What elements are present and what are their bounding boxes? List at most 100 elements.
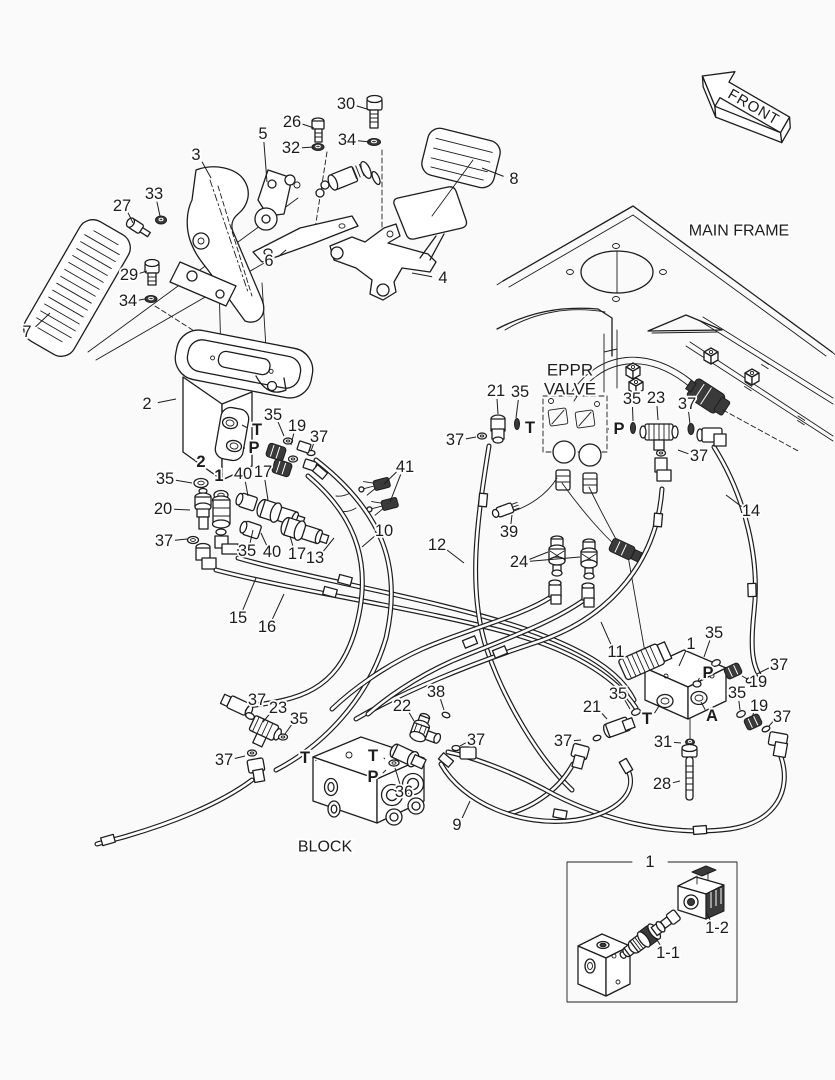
- leader-line: [361, 535, 376, 548]
- callout-30: 30: [337, 95, 355, 113]
- eppr-t-fittings: [476, 414, 520, 444]
- callout-37: 37: [678, 395, 696, 413]
- callout-37: 37: [770, 656, 788, 674]
- eppr-p-fittings: [630, 422, 727, 482]
- callout-1: 1: [686, 635, 695, 653]
- callout-37: 37: [446, 431, 464, 449]
- leader-line: [459, 742, 466, 747]
- callout-37: 37: [310, 428, 328, 446]
- leader-line: [408, 711, 415, 722]
- leader-line: [264, 479, 269, 501]
- leader-line: [242, 577, 257, 611]
- callout-28: 28: [653, 775, 671, 793]
- block-right-fittings: [388, 711, 477, 770]
- callout-19: 19: [288, 417, 306, 435]
- leader-line: [738, 700, 741, 711]
- callout-19: 19: [749, 673, 767, 691]
- callout-37: 37: [690, 447, 708, 465]
- leader-line: [382, 769, 387, 774]
- leader-line: [515, 399, 519, 419]
- elbow-under-20: [195, 542, 217, 570]
- callout-t: T: [368, 747, 378, 765]
- callout-16: 16: [258, 618, 276, 636]
- inset-box: [566, 861, 738, 1003]
- damper-rod: [315, 161, 381, 198]
- callout-3: 3: [191, 146, 200, 164]
- leader-line: [138, 298, 146, 301]
- leader-line: [357, 140, 371, 143]
- leader-line: [600, 711, 608, 720]
- leader-line: [289, 535, 294, 547]
- callout-2: 2: [196, 453, 205, 471]
- leader-line: [249, 529, 254, 544]
- bolt-29: [144, 258, 160, 286]
- leader-line: [302, 123, 315, 129]
- leader-line: [322, 537, 335, 553]
- callout-35: 35: [264, 406, 282, 424]
- eppr-wiring: [491, 477, 643, 563]
- callout-21: 21: [583, 698, 601, 716]
- harness-to-frame: [568, 356, 801, 453]
- callout-41: 41: [396, 458, 414, 476]
- hose-ferrules: [99, 464, 757, 847]
- pedal-valve-body-2: [174, 329, 314, 501]
- callout-p: P: [613, 420, 624, 438]
- leader-line: [35, 312, 51, 328]
- callout-35: 35: [609, 685, 627, 703]
- callout-40: 40: [234, 465, 252, 483]
- plug-40-a: [235, 492, 258, 512]
- connector-39: [491, 501, 520, 518]
- leader-line: [271, 593, 285, 621]
- leader-line: [262, 713, 271, 723]
- leader-line: [672, 780, 681, 784]
- callout-36: 36: [395, 783, 413, 801]
- callout-34: 34: [119, 292, 137, 310]
- leader-line: [688, 411, 691, 425]
- callout-17: 17: [254, 463, 272, 481]
- fitting-19-nuts: [265, 442, 293, 478]
- callout-39: 39: [500, 523, 518, 541]
- leader-line: [277, 249, 287, 258]
- callout-23: 23: [647, 389, 665, 407]
- leader-line: [600, 621, 612, 646]
- leader-line: [156, 201, 161, 217]
- callout-38: 38: [427, 683, 445, 701]
- callout-12: 12: [428, 536, 446, 554]
- plate-6: [252, 215, 359, 263]
- nut-32: [311, 143, 325, 151]
- leader-line: [624, 699, 631, 710]
- hose-end-nuts: [296, 440, 318, 472]
- callout-33: 33: [145, 185, 163, 203]
- eppr-valve: [542, 395, 608, 494]
- leader-line: [284, 724, 292, 735]
- leader-line: [751, 712, 754, 719]
- pedal-arm-3: [169, 166, 265, 323]
- inset-solenoid-1-1: [619, 909, 681, 959]
- callout-19: 19: [750, 697, 768, 715]
- leader-line: [127, 212, 134, 224]
- leader-line: [677, 449, 689, 455]
- callout-37: 37: [467, 731, 485, 749]
- callout-6: 6: [264, 252, 273, 270]
- leader-line: [244, 705, 250, 712]
- callout-13: 13: [306, 549, 324, 567]
- callout-20: 20: [154, 500, 172, 518]
- callout-32: 32: [282, 139, 300, 157]
- callout-7: 7: [22, 323, 31, 341]
- leader-line: [705, 911, 712, 922]
- leader-line: [389, 474, 402, 503]
- leader-line: [175, 479, 193, 484]
- leader-line: [173, 508, 191, 511]
- leader-line: [510, 514, 513, 525]
- leader-line: [703, 640, 711, 658]
- callout-15: 15: [229, 609, 247, 627]
- wire-clips-41: [335, 476, 399, 516]
- leader-line: [445, 549, 465, 564]
- callout-block: BLOCK: [298, 839, 353, 856]
- leader-line: [383, 757, 386, 760]
- leader-line: [263, 141, 268, 183]
- leader-line: [465, 436, 477, 440]
- callout-27: 27: [113, 197, 131, 215]
- leader-line: [756, 667, 770, 675]
